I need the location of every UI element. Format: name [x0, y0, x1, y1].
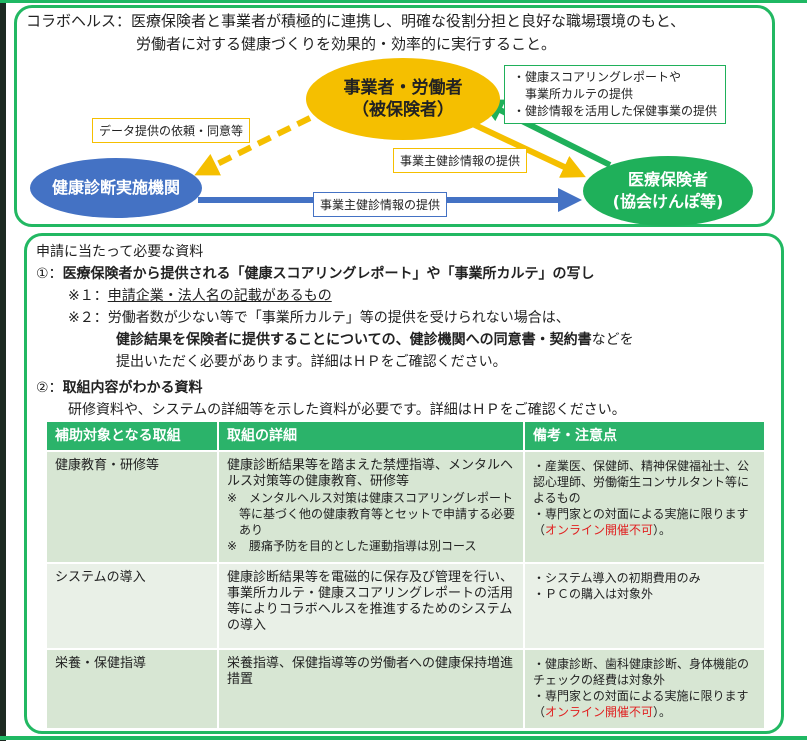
arrow-employer-to-insurer [458, 115, 586, 178]
warning-text: オンライン開催不可 [545, 705, 654, 719]
row-notes: ・産業医、保健師、精神保健福祉士、公認心理師、労働衛生コンサルタント等によるもの… [525, 452, 764, 562]
note-tail: ）。 [653, 705, 672, 719]
item-number: ①： [36, 266, 63, 282]
provides-item: ・健康スコアリングレポートや [513, 70, 682, 84]
table-row: 栄養・保健指導 栄養指導、保健指導等の労働者への健康保持増進措置 ・健康診断、歯… [47, 650, 764, 728]
item-number: ②： [36, 380, 63, 396]
note-text: ・専門家との対面による実施に限ります（ [533, 689, 749, 719]
item-title: 取組内容がわかる資料 [62, 380, 203, 396]
requirement-2: ②：取組内容がわかる資料 [36, 377, 203, 399]
arrow-request [194, 115, 312, 176]
note-item: ・専門家との対面による実施に限ります（オンライン開催不可）。 [533, 506, 756, 538]
item-title: 医療保険者から提供される「健康スコアリングレポート」や「事業所カルテ」の写し [62, 266, 595, 282]
divider [0, 0, 807, 3]
detail-note: ※ 腰痛予防を目的とした運動指導は別コース [227, 539, 477, 553]
requirements-title: 申請に当たって必要な資料 [36, 244, 204, 260]
insurer-provides-box: ・健康スコアリングレポートや 事業所カルテの提供 ・健診情報を活用した保健事業の… [504, 65, 727, 124]
note-tail: ）。 [653, 523, 672, 537]
note-item: ・健康診断、歯科健康診断、身体機能のチェックの経費は対象外 [533, 657, 750, 687]
clinic-label: 健康診断実施機関 [51, 178, 180, 197]
divider [0, 736, 807, 740]
requirement-1: ①：医療保険者から提供される「健康スコアリングレポート」や「事業所カルテ」の写し [36, 263, 595, 285]
insurer-node: 医療保険者 (協会けんぽ等) [583, 156, 753, 226]
insurer-sublabel: (協会けんぽ等) [612, 192, 724, 211]
note-item: ・産業医、保健師、精神保健福祉士、公認心理師、労働衛生コンサルタント等によるもの [533, 459, 750, 505]
row-name: 栄養・保健指導 [47, 650, 217, 728]
note-bold: 健診結果を保険者に提供することについての、健診機関への同意書・契約書 [116, 332, 592, 348]
definition-line1: コラボヘルス：医療保険者と事業者が積極的に連携し、明確な役割分担と良好な職場環境… [26, 12, 686, 30]
detail-text: 健康診断結果等を踏まえた禁煙指導、メンタルヘルス対策等の健康教育、研修等 [227, 458, 514, 489]
left-edge [0, 0, 6, 741]
row-detail: 健康診断結果等を電磁的に保存及び管理を行い、事業所カルテ・健康スコアリングレポー… [219, 564, 523, 648]
row-notes: ・システム導入の初期費用のみ ・ＰＣの購入は対象外 [525, 564, 764, 648]
warning-text: オンライン開催不可 [545, 523, 654, 537]
provides-item: 事業所カルテの提供 [513, 87, 634, 101]
collabo-health-panel [14, 5, 775, 227]
table-header: 補助対象となる取組 取組の詳細 備考・注意点 [47, 422, 764, 450]
clinic-node: 健康診断実施機関 [30, 158, 202, 218]
note-1: ※１：申請企業・法人名の記載があるもの [68, 285, 332, 307]
row-name: 健康教育・研修等 [47, 452, 217, 562]
note-text: 労働者数が少ない等で「事業所カルテ」等の提供を受けられない場合は、 [107, 310, 570, 326]
note-text: ・専門家との対面による実施に限ります（ [533, 507, 749, 537]
note-prefix: ※１： [68, 288, 108, 304]
note-2-line3: 提出いただく必要があります。詳細はＨＰをご確認ください。 [116, 354, 507, 370]
requirement-2-desc: 研修資料や、システムの詳細等を示した資料が必要です。詳細はＨＰをご確認ください。 [68, 402, 626, 418]
note-2-line2: 健診結果を保険者に提供することについての、健診機関への同意書・契約書などを [116, 329, 634, 351]
detail-note: ※ メンタルヘルス対策は健康スコアリングレポート等に基づく他の健康教育等とセット… [227, 491, 516, 537]
header-cell: 備考・注意点 [525, 422, 764, 450]
clinic-provide-label: 事業主健診情報の提供 [313, 192, 448, 217]
note-item: ・システム導入の初期費用のみ [533, 571, 701, 585]
employer-label: 事業者・労働者 [343, 78, 463, 98]
row-name: システムの導入 [47, 564, 217, 648]
note-2: ※２：労働者数が少ない等で「事業所カルテ」等の提供を受けられない場合は、 [68, 307, 570, 329]
table-row: 健康教育・研修等 健康診断結果等を踏まえた禁煙指導、メンタルヘルス対策等の健康教… [47, 452, 764, 562]
note-prefix: ※２： [68, 310, 108, 326]
row-detail: 健康診断結果等を踏まえた禁煙指導、メンタルヘルス対策等の健康教育、研修等 ※ メ… [219, 452, 523, 562]
insurer-label: 医療保険者 [627, 170, 708, 189]
definition-line2: 労働者に対する健康づくりを効果的・効率的に実行すること。 [136, 35, 557, 53]
header-cell: 取組の詳細 [219, 422, 523, 450]
note-tail: などを [591, 332, 634, 348]
subsidy-table: 補助対象となる取組 取組の詳細 備考・注意点 健康教育・研修等 健康診断結果等を… [45, 420, 766, 730]
note-text: 申請企業・法人名の記載があるもの [107, 288, 332, 304]
row-notes: ・健康診断、歯科健康診断、身体機能のチェックの経費は対象外 ・専門家との対面によ… [525, 650, 764, 728]
request-label: データ提供の依頼・同意等 [92, 118, 251, 143]
header-cell: 補助対象となる取組 [47, 422, 217, 450]
employer-provide-label: 事業主健診情報の提供 [393, 148, 528, 173]
requirements-panel [24, 233, 784, 734]
table-row: システムの導入 健康診断結果等を電磁的に保存及び管理を行い、事業所カルテ・健康ス… [47, 564, 764, 648]
employer-sublabel: （被保険者） [352, 100, 454, 120]
row-detail: 栄養指導、保健指導等の労働者への健康保持増進措置 [219, 650, 523, 728]
provides-item: ・健診情報を活用した保健事業の提供 [513, 104, 718, 118]
employer-node: 事業者・労働者 （被保険者） [306, 58, 500, 140]
note-item: ・ＰＣの購入は対象外 [533, 587, 654, 601]
note-item: ・専門家との対面による実施に限ります（オンライン開催不可）。 [533, 688, 756, 720]
